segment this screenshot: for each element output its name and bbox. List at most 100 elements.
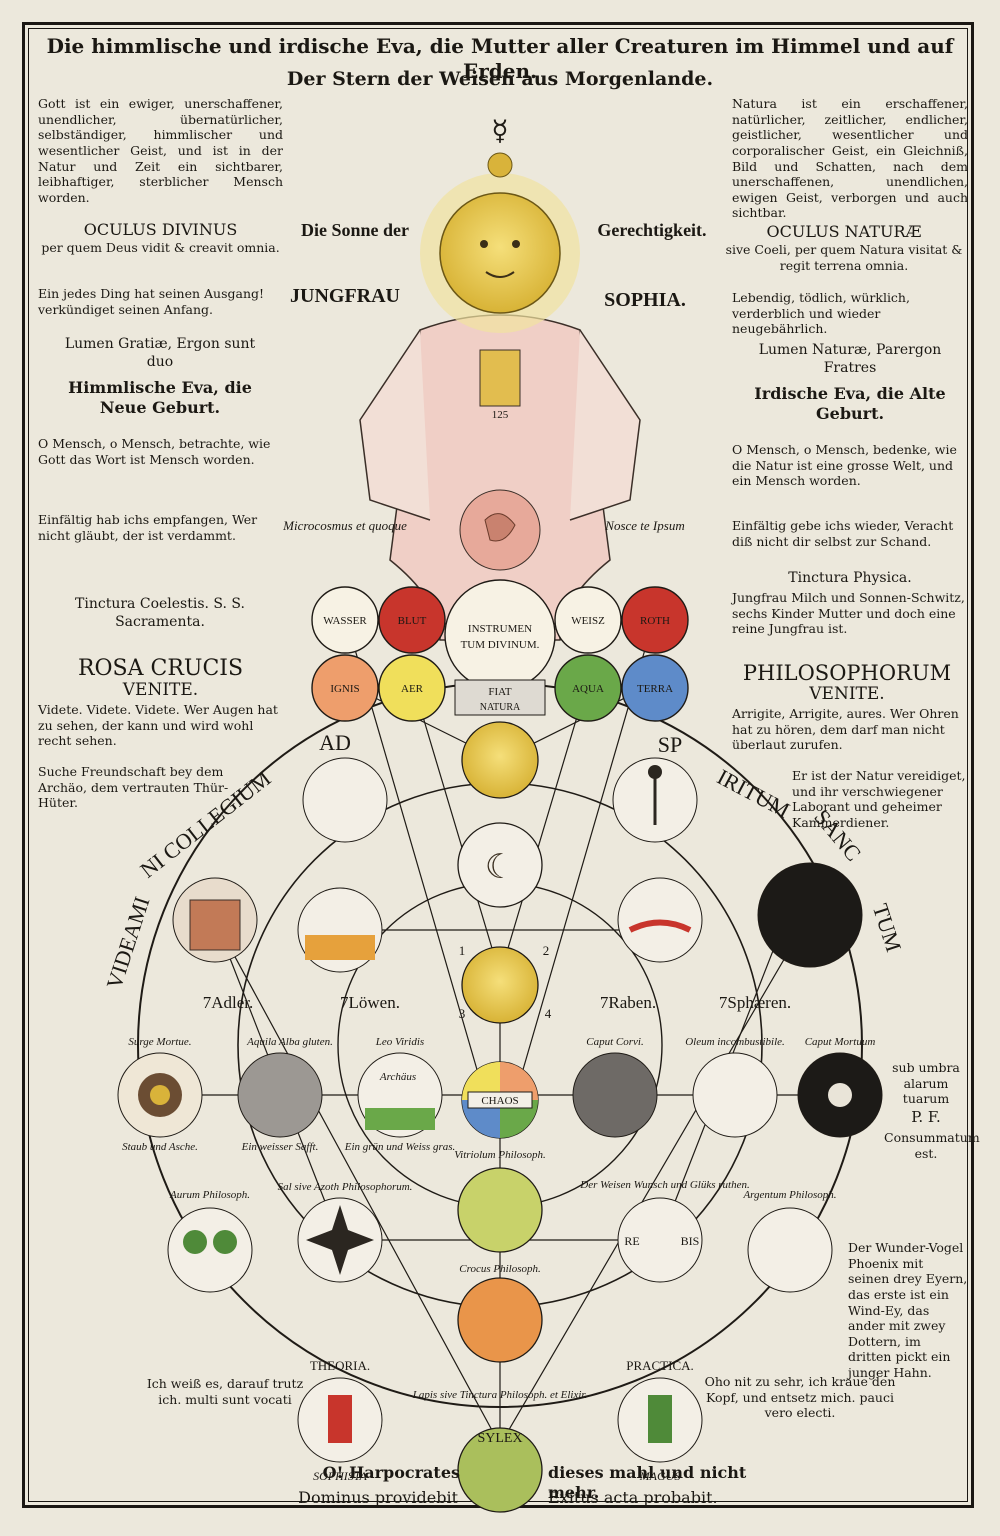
label-lowen: 7Löwen. <box>340 993 400 1012</box>
lebendig-text: Lebendig, tödlich, würklich, verderblich… <box>732 290 910 337</box>
label-staub: Staub und Asche. <box>122 1141 198 1153</box>
o-mensch-left: O Mensch, o Mensch, betrachte, wie Gott … <box>38 436 271 467</box>
label-eingrun: Ein grün und Weiss gras. <box>344 1141 456 1153</box>
lumen-gratiae: Lumen Gratiæ, Ergon sunt duo <box>64 336 256 370</box>
label-magus: MAGUS <box>639 1469 681 1483</box>
label-vitriolum: Vitriolum Philosoph. <box>454 1149 545 1161</box>
o-mensch-right: O Mensch, o Mensch, bedenke, wie die Nat… <box>732 442 957 489</box>
oculus-naturae-text: sive Coeli, per quem Natura visitat & re… <box>725 242 963 273</box>
label-sanc: SANC <box>809 805 866 866</box>
einfaltig-right: Einfältig gebe ichs wieder, Veracht diß … <box>732 518 954 549</box>
circle-wasser <box>311 586 379 654</box>
quintessence-circle <box>457 1167 543 1253</box>
label-iritum: IRITUM <box>713 764 794 823</box>
label-aer: AER <box>401 683 424 695</box>
jungfrau-milch: Jungfrau Milch und Sonnen-Schwitz, sechs… <box>732 590 965 637</box>
footer-dieses-mahl: dieses mahl und nicht mehr. <box>548 1463 747 1502</box>
himmlische-eva: Himmlische Eva, die Neue Geburt. <box>68 378 252 417</box>
label-sp: SP <box>658 732 682 757</box>
circle-roth <box>621 586 689 654</box>
label-natura: NATURA <box>480 702 521 713</box>
label-chaos: CHAOS <box>481 1095 518 1107</box>
circle-blut <box>378 586 446 654</box>
label-terra: TERRA <box>637 683 673 695</box>
label-tum: TUM DIVINUM. <box>461 639 540 651</box>
label-surge: Surge Mortue. <box>128 1036 191 1048</box>
label-jungfrau: JUNGFRAU <box>290 285 400 307</box>
label-crocus: Crocus Philosoph. <box>459 1263 541 1275</box>
circle-instrumentum <box>444 579 556 691</box>
label-caput-mortuum: Caput Mortuum <box>805 1036 876 1048</box>
sun-circle-lower <box>461 946 539 1024</box>
videte-text: Videte. Videte. Videte. Wer Augen hat zu… <box>38 702 278 749</box>
natura-paragraph: Natura ist ein erschaffener, natürlicher… <box>732 96 968 221</box>
circle-aer <box>378 654 446 722</box>
label-sophia: SOPHIA. <box>604 289 686 311</box>
label-theoria: THEORIA. <box>310 1358 370 1373</box>
label-blut: BLUT <box>398 615 427 627</box>
label-tum-right: TUM <box>868 901 907 955</box>
pf-initials: P. F. <box>911 1108 941 1126</box>
wind-circle <box>302 757 388 843</box>
label-archaus: Archäus <box>379 1071 416 1083</box>
label-lapis: Lapis sive Tinctura Philosoph. et Elixir… <box>412 1389 587 1401</box>
label-roth: ROTH <box>640 615 670 627</box>
label-weisen: Der Weisen Wunsch und Glüks ruthen. <box>579 1179 749 1191</box>
rosa-crucis: ROSA CRUCIS <box>77 656 244 681</box>
label-spharen: 7Sphæren. <box>719 993 791 1012</box>
page-subtitle: Der Stern der Weisen aus Morgenlande. <box>286 68 714 90</box>
label-argentum: Argentum Philosoph. <box>742 1189 836 1201</box>
label-practica: PRACTICA. <box>626 1358 694 1373</box>
ich-weiss-text: Ich weiß es, darauf trutz ich. multi sun… <box>146 1376 304 1407</box>
sun-circle-upper <box>461 721 539 799</box>
trees-circle <box>167 1207 253 1293</box>
label-wasser: WASSER <box>323 615 367 627</box>
er-ist-text: Er ist der Natur vereidiget, und ihr ver… <box>792 768 966 830</box>
moon-circle <box>457 822 543 908</box>
label-nosce: Nosce te Ipsum <box>604 518 684 533</box>
label-aurum: Aurum Philosoph. <box>169 1189 250 1201</box>
sophia-figure <box>359 314 641 641</box>
grey-circle-right <box>572 1052 658 1138</box>
page-title: Die himmlische und irdische Eva, die Mut… <box>46 34 954 83</box>
label-ignis: IGNIS <box>330 683 359 695</box>
crocus-circle <box>457 1277 543 1363</box>
moon-icon: ☾ <box>485 849 515 886</box>
label-125: 125 <box>492 409 509 421</box>
einfaltig-left: Einfältig hab ichs empfangen, Wer nicht … <box>38 512 258 543</box>
venite-right: VENITE. <box>809 684 885 704</box>
oculus-naturae-title: OCULUS NATURÆ <box>766 222 922 241</box>
label-sophista: SOPHISTA <box>313 1469 367 1483</box>
label-adler: 7Adler. <box>203 993 254 1012</box>
label-caput-corvi: Caput Corvi. <box>586 1036 643 1048</box>
circle-weisz <box>554 586 622 654</box>
circle-aqua <box>554 654 622 722</box>
label-oleum: Oleum incombustibile. <box>685 1036 785 1048</box>
oculus-divinus-title: OCULUS DIVINUS <box>83 220 238 239</box>
label-aqua: AQUA <box>572 683 604 695</box>
rebis-circle <box>617 1197 703 1283</box>
oho-text: Oho nit zu sehr, ich kraue den Kopf, und… <box>704 1374 896 1421</box>
label-sonne-right: Gerechtigkeit. <box>597 220 706 240</box>
gott-paragraph: Gott ist ein ewiger, unerschaffener, une… <box>38 96 283 205</box>
circle-terra <box>621 654 689 722</box>
label-fiat: FIAT <box>488 686 512 698</box>
arrigite-text: Arrigite, Arrigite, aures. Wer Ohren hat… <box>732 706 959 753</box>
sub-umbra: sub umbra alarum tuarum <box>892 1060 960 1107</box>
label-rebis-right: BIS <box>681 1234 700 1248</box>
tinctura-physica: Tinctura Physica. <box>788 570 912 586</box>
label-leo: Leo Viridis <box>375 1036 424 1048</box>
fiat-panel <box>454 679 546 716</box>
irdische-eva: Irdische Eva, die Alte Geburt. <box>754 384 946 423</box>
label-collegium: NI COLLEGIUM <box>135 766 275 883</box>
label-aquila: Aquila Alba gluten. <box>246 1036 333 1048</box>
sylex-circle <box>457 1427 543 1513</box>
ding-text: Ein jedes Ding hat seinen Ausgang! verkü… <box>38 286 265 317</box>
label-ein-weisser: Ein weisser Safft. <box>241 1141 319 1153</box>
consummatum: Consummatum est. <box>884 1130 980 1161</box>
label-num4: 4 <box>545 1006 552 1021</box>
label-num3: 3 <box>459 1006 466 1021</box>
label-raben: 7Raben. <box>600 993 656 1012</box>
